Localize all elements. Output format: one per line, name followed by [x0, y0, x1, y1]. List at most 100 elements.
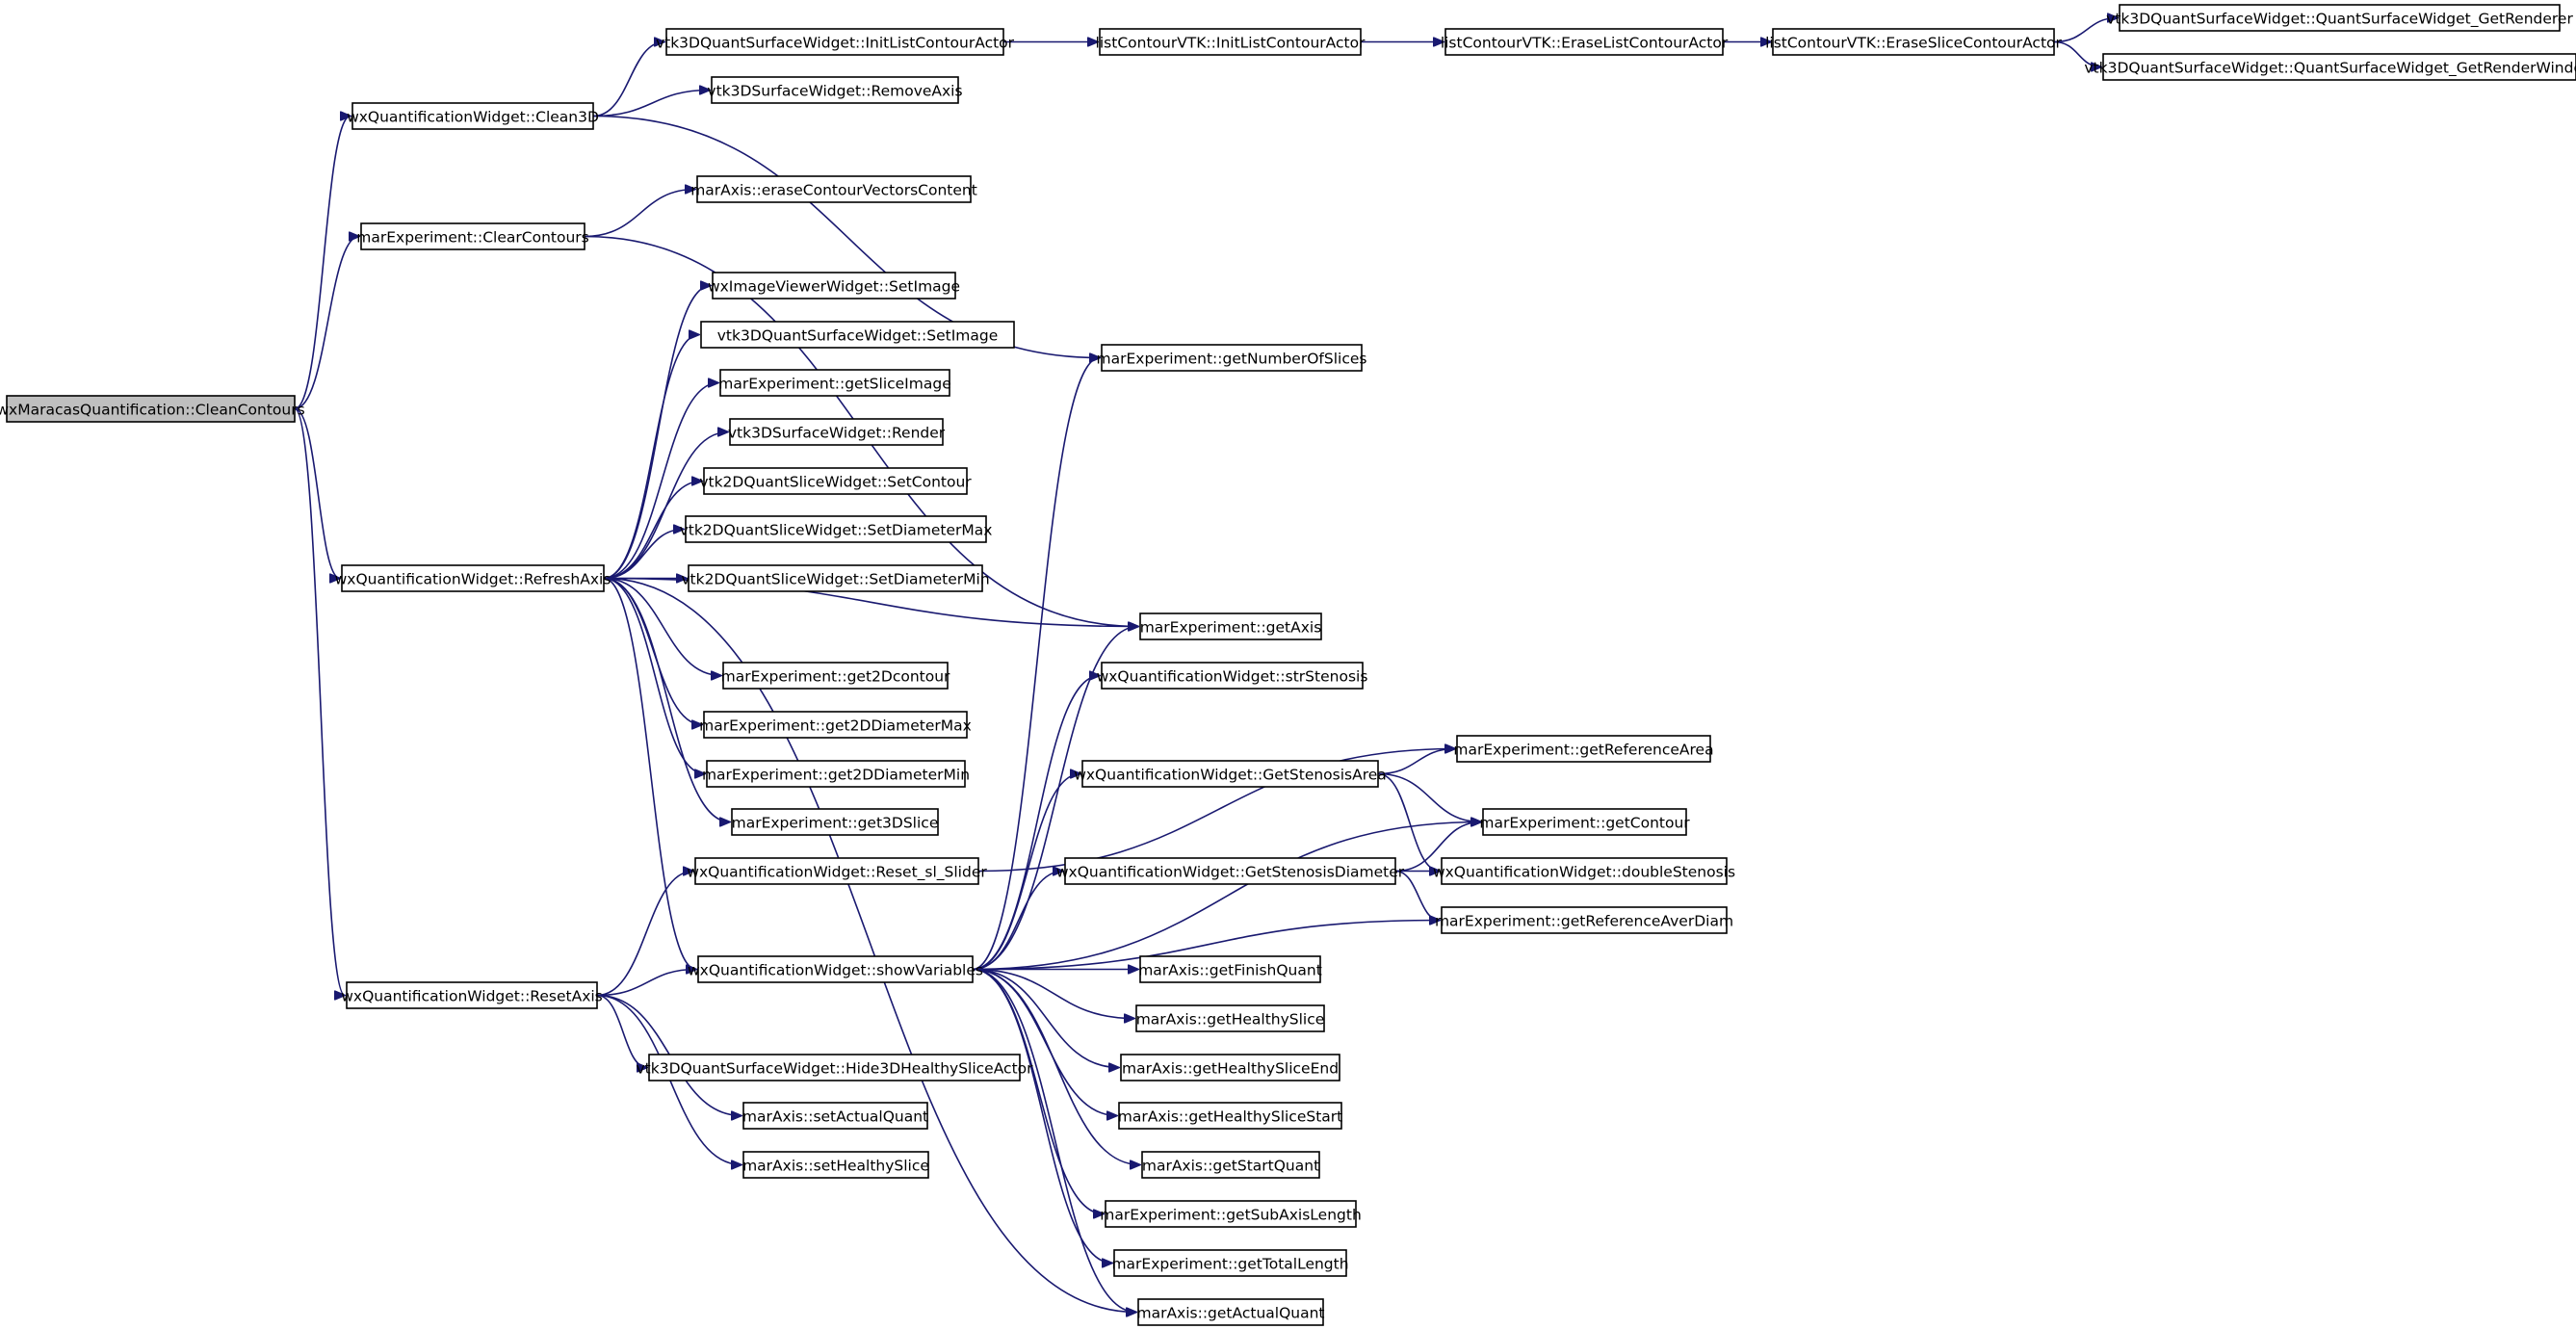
node-vtk2dquantslicewidget-setdiametermin[interactable]: vtk2DQuantSliceWidget::SetDiameterMin: [681, 564, 990, 592]
node-maraxis-getactualquant[interactable]: marAxis::getActualQuant: [1136, 1298, 1325, 1326]
node-wxquantificationwidget-refreshaxis[interactable]: wxQuantificationWidget::RefreshAxis: [335, 564, 611, 592]
edge-wxmaracasquantification-cleancontours-to-marexperiment-clearcontours: [294, 237, 359, 410]
node-label: vtk2DQuantSliceWidget::SetContour: [699, 474, 972, 491]
node-label: marAxis::getFinishQuant: [1138, 962, 1322, 979]
edge-wxquantificationwidget-showvariables-to-marexperiment-gettotallength: [972, 968, 1112, 1264]
node-box: [341, 564, 605, 592]
node-marexperiment-gettotallength[interactable]: marExperiment::getTotalLength: [1111, 1249, 1349, 1277]
node-box: [6, 395, 296, 423]
node-marexperiment-getcontour[interactable]: marExperiment::getContour: [1479, 808, 1690, 836]
node-vtk2dquantslicewidget-setdiametermax[interactable]: vtk2DQuantSliceWidget::SetDiameterMax: [680, 515, 993, 543]
node-listcontourvtk-eraselistcontouractor[interactable]: listContourVTK::EraseListContourActor: [1441, 28, 1729, 56]
node-label: marAxis::getActualQuant: [1136, 1305, 1324, 1322]
node-wxmaracasquantification-cleancontours[interactable]: wxMaracasQuantification::CleanContours: [0, 395, 305, 423]
node-box: [1113, 1249, 1347, 1277]
node-box: [731, 808, 939, 836]
node-label: marExperiment::getTotalLength: [1111, 1256, 1348, 1273]
node-box: [1139, 955, 1321, 983]
node-maraxis-gethealthyslicestart[interactable]: marAxis::getHealthySliceStart: [1118, 1102, 1342, 1130]
edge-wxquantificationwidget-refreshaxis-to-marexperiment-get2ddiametermin: [603, 577, 705, 774]
node-vtk3dquantsurfacewidget-quantsurfacewidget-getrenderwindow[interactable]: vtk3DQuantSurfaceWidget::QuantSurfaceWid…: [2084, 53, 2576, 81]
node-label: vtk3DQuantSurfaceWidget::Hide3DHealthySl…: [636, 1060, 1033, 1078]
edge-listcontourvtk-eraseslicecontouractor-to-vtk3dquantsurfacewidget-quantsurfacewidget-getrenderer: [2053, 18, 2118, 43]
node-wxquantificationwidget-showvariables[interactable]: wxQuantificationWidget::showVariables: [688, 955, 983, 983]
node-box: [2119, 4, 2561, 32]
node-box: [711, 76, 959, 104]
node-maraxis-getstartquant[interactable]: marAxis::getStartQuant: [1141, 1151, 1320, 1179]
node-label: wxQuantificationWidget::strStenosis: [1097, 668, 1368, 686]
node-listcontourvtk-eraseslicecontouractor[interactable]: listContourVTK::EraseSliceContourActor: [1765, 28, 2063, 56]
node-box: [1482, 808, 1687, 836]
node-box: [697, 955, 974, 983]
node-marexperiment-get2dcontour[interactable]: marExperiment::get2Dcontour: [721, 662, 950, 690]
node-vtk3dquantsurfacewidget-setimage[interactable]: vtk3DQuantSurfaceWidget::SetImage: [700, 321, 1015, 349]
node-box: [712, 272, 956, 300]
node-marexperiment-get2ddiametermin[interactable]: marExperiment::get2DDiameterMin: [702, 760, 970, 788]
node-label: listContourVTK::EraseListContourActor: [1441, 35, 1729, 52]
node-wxquantificationwidget-doublestenosis[interactable]: wxQuantificationWidget::doubleStenosis: [1433, 857, 1735, 885]
node-maraxis-getfinishquant[interactable]: marAxis::getFinishQuant: [1138, 955, 1322, 983]
node-wxquantificationwidget-getstenosisdiameter[interactable]: wxQuantificationWidget::GetStenosisDiame…: [1056, 857, 1405, 885]
node-marexperiment-get2ddiametermax[interactable]: marExperiment::get2DDiameterMax: [699, 711, 972, 739]
node-wxquantificationwidget-clean3d[interactable]: wxQuantificationWidget::Clean3D: [347, 102, 599, 130]
node-vtk3dsurfacewidget-render[interactable]: vtk3DSurfaceWidget::Render: [728, 418, 946, 446]
node-label: wxQuantificationWidget::showVariables: [688, 962, 983, 979]
node-box: [665, 28, 1004, 56]
node-wxquantificationwidget-resetaxis[interactable]: wxQuantificationWidget::ResetAxis: [341, 981, 603, 1009]
node-maraxis-gethealthysliceend[interactable]: marAxis::getHealthySliceEnd: [1120, 1054, 1340, 1081]
node-marexperiment-getaxis[interactable]: marExperiment::getAxis: [1139, 612, 1322, 640]
node-label: vtk3DQuantSurfaceWidget::QuantSurfaceWid…: [2106, 11, 2573, 29]
node-label: wxQuantificationWidget::ResetAxis: [341, 988, 603, 1005]
node-wximageviewerwidget-setimage[interactable]: wxImageViewerWidget::SetImage: [708, 272, 960, 300]
node-marexperiment-getreferenceaverdiam[interactable]: marExperiment::getReferenceAverDiam: [1435, 906, 1733, 934]
node-vtk3dquantsurfacewidget-quantsurfacewidget-getrenderer[interactable]: vtk3DQuantSurfaceWidget::QuantSurfaceWid…: [2106, 4, 2573, 32]
edge-wxquantificationwidget-clean3d-to-vtk3dquantsurfacewidget-initlistcontouractor: [592, 42, 664, 117]
node-maraxis-setactualquant[interactable]: marAxis::setActualQuant: [742, 1102, 928, 1130]
node-marexperiment-getsubaxislength[interactable]: marExperiment::getSubAxisLength: [1100, 1200, 1362, 1228]
edge-wxquantificationwidget-getstenosisarea-to-marexperiment-getcontour: [1377, 772, 1481, 822]
edge-wxquantificationwidget-showvariables-to-marexperiment-getnumberofslices: [972, 358, 1100, 971]
edge-wxquantificationwidget-clean3d-to-vtk3dsurfacewidget-removeaxis: [592, 91, 710, 117]
edge-wxquantificationwidget-refreshaxis-to-vtk2dquantslicewidget-setdiametermax: [603, 530, 684, 580]
edge-wxquantificationwidget-showvariables-to-maraxis-gethealthyslicestart: [972, 968, 1117, 1116]
node-label: marAxis::eraseContourVectorsContent: [690, 182, 977, 199]
node-box: [1137, 1298, 1324, 1326]
edge-wxquantificationwidget-refreshaxis-to-marexperiment-get2dcontour: [603, 577, 721, 676]
node-maraxis-sethealthyslice[interactable]: marAxis::setHealthySlice: [742, 1151, 929, 1179]
node-vtk3dquantsurfacewidget-hide3dhealthysliceactor[interactable]: vtk3DQuantSurfaceWidget::Hide3DHealthySl…: [636, 1054, 1033, 1081]
node-label: marExperiment::get3DSlice: [732, 815, 939, 832]
node-box: [1101, 344, 1363, 372]
node-wxquantificationwidget-reset-sl-slider[interactable]: wxQuantificationWidget::Reset_sl_Slider: [687, 857, 987, 885]
edge-wxquantificationwidget-refreshaxis-to-maraxis-getactualquant: [603, 577, 1136, 1313]
node-vtk3dquantsurfacewidget-initlistcontouractor[interactable]: vtk3DQuantSurfaceWidget::InitListContour…: [656, 28, 1015, 56]
node-wxquantificationwidget-strstenosis[interactable]: wxQuantificationWidget::strStenosis: [1097, 662, 1368, 690]
node-marexperiment-getsliceimage[interactable]: marExperiment::getSliceImage: [718, 369, 951, 397]
edge-wxquantificationwidget-refreshaxis-to-wxquantificationwidget-showvariables: [603, 577, 696, 970]
edge-wxquantificationwidget-showvariables-to-marexperiment-getsubaxislength: [972, 968, 1104, 1214]
node-vtk3dsurfacewidget-removeaxis[interactable]: vtk3DSurfaceWidget::RemoveAxis: [707, 76, 963, 104]
node-label: marAxis::setActualQuant: [742, 1108, 928, 1126]
node-label: marExperiment::getNumberOfSlices: [1097, 351, 1367, 368]
node-box: [685, 515, 987, 543]
node-label: marExperiment::get2DDiameterMax: [699, 717, 972, 735]
edge-wxquantificationwidget-getstenosisdiameter-to-marexperiment-getcontour: [1394, 822, 1481, 873]
node-box: [360, 222, 585, 250]
node-listcontourvtk-initlistcontouractor[interactable]: listContourVTK::InitListContourActor: [1096, 28, 1366, 56]
node-box: [1081, 760, 1379, 788]
node-vtk2dquantslicewidget-setcontour[interactable]: vtk2DQuantSliceWidget::SetContour: [699, 467, 972, 495]
node-wxquantificationwidget-getstenosisarea[interactable]: wxQuantificationWidget::GetStenosisArea: [1074, 760, 1387, 788]
node-maraxis-erasecontourvectorscontent[interactable]: marAxis::eraseContourVectorsContent: [690, 175, 977, 203]
node-box: [706, 760, 966, 788]
edge-wxquantificationwidget-resetaxis-to-wxquantificationwidget-reset-sl-slider: [596, 872, 693, 997]
edge-wxmaracasquantification-cleancontours-to-wxquantificationwidget-clean3d: [294, 117, 351, 410]
edge-wxquantificationwidget-showvariables-to-maraxis-getactualquant: [972, 968, 1136, 1313]
node-marexperiment-clearcontours[interactable]: marExperiment::ClearContours: [356, 222, 589, 250]
node-marexperiment-get3dslice[interactable]: marExperiment::get3DSlice: [731, 808, 939, 836]
node-marexperiment-getnumberofslices[interactable]: marExperiment::getNumberOfSlices: [1097, 344, 1367, 372]
node-marexperiment-getreferencearea[interactable]: marExperiment::getReferenceArea: [1453, 735, 1714, 763]
node-box: [696, 175, 972, 203]
edge-wxquantificationwidget-showvariables-to-wxquantificationwidget-strstenosis: [972, 676, 1100, 971]
node-maraxis-gethealthyslice[interactable]: marAxis::getHealthySlice: [1135, 1004, 1325, 1032]
node-label: wxQuantificationWidget::Reset_sl_Slider: [687, 864, 987, 882]
